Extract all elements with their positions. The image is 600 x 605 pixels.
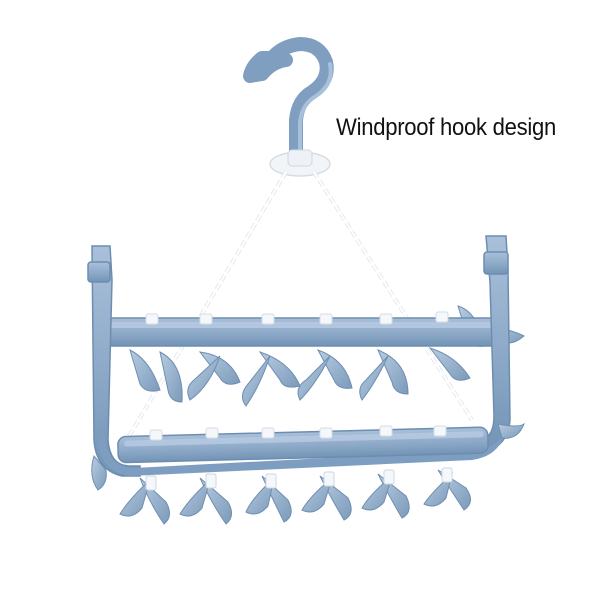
clip-springs: [145, 467, 453, 491]
clothespin-icon: [129, 305, 525, 407]
hook-icon: [243, 37, 334, 177]
feature-caption: Windproof hook design: [336, 114, 557, 141]
clip-mounts: [145, 311, 449, 441]
